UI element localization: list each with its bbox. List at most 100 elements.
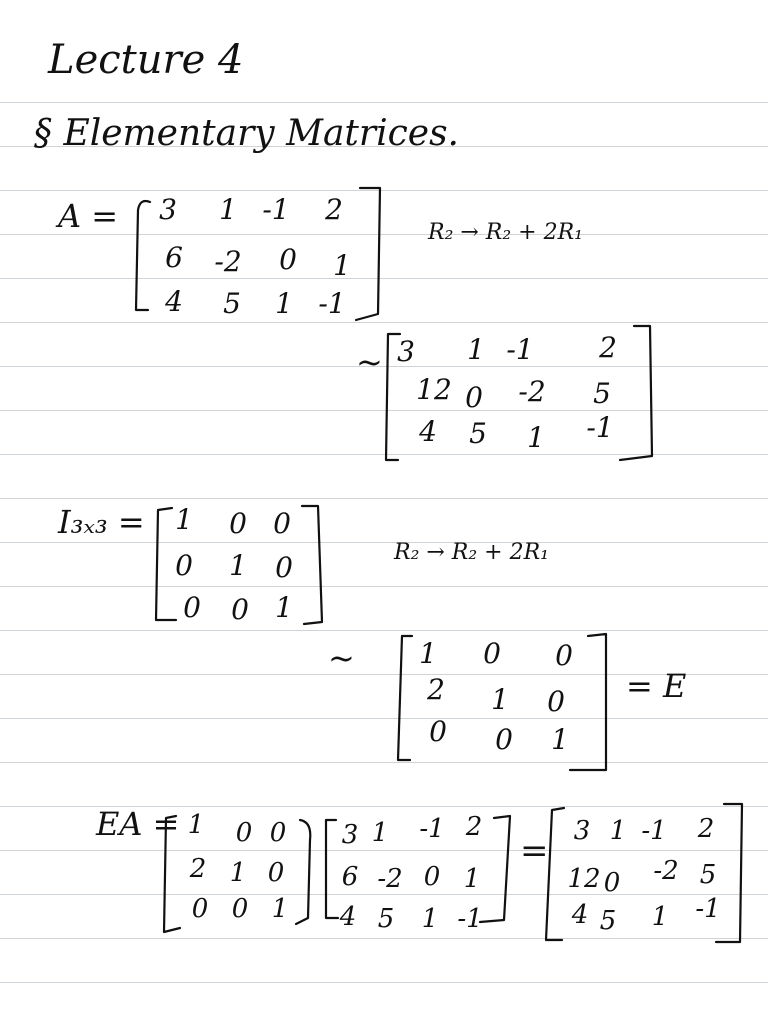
matrix-cell: 0 — [495, 723, 513, 756]
matrix-cell: 0 — [275, 551, 293, 584]
matrix-cell: 1 — [333, 249, 351, 282]
matrix-cell: 1 — [527, 421, 545, 454]
matrix-cell: 6 — [341, 862, 359, 892]
matrix-cell: 12 — [416, 373, 452, 406]
matrix-cell: 0 — [279, 243, 297, 276]
matrix-cell: 0 — [231, 894, 249, 924]
matrix-cell: 3 — [397, 335, 415, 368]
matrix-cell: 12 — [567, 864, 601, 894]
matrix-cell: 3 — [341, 820, 359, 850]
matrix-cell: -1 — [586, 411, 614, 444]
matrix-cell: 1 — [175, 503, 193, 536]
matrix-cell: 2 — [427, 673, 445, 706]
matrix-cell: 0 — [191, 894, 209, 924]
ruled-line — [0, 894, 768, 895]
ruled-line — [0, 586, 768, 587]
matrix-cell: 3 — [573, 816, 591, 846]
matrix-cell: -2 — [377, 864, 403, 894]
matrix-cell: 0 — [229, 507, 247, 540]
ruled-line — [0, 850, 768, 851]
lecture-title: Lecture 4 — [48, 37, 244, 83]
matrix-cell: 3 — [159, 193, 177, 226]
ruled-line — [0, 630, 768, 631]
ruled-line — [0, 762, 768, 763]
identity-label: I₃ₓ₃ = — [58, 503, 145, 541]
matrix-cell: -2 — [518, 375, 546, 408]
matrix-cell: 0 — [547, 685, 565, 718]
matrix-cell: 5 — [599, 906, 617, 936]
equivalence-symbol-1: ~ — [356, 343, 383, 381]
matrix-cell: 0 — [267, 858, 285, 888]
matrix-cell: 1 — [187, 810, 205, 840]
matrix-cell: 4 — [339, 902, 357, 932]
matrix-a-label: A = — [58, 197, 119, 235]
matrix-cell: 2 — [465, 812, 483, 842]
ruled-line — [0, 102, 768, 103]
matrix-cell: 1 — [609, 816, 627, 846]
matrix-cell: 1 — [463, 864, 481, 894]
matrix-cell: 0 — [555, 639, 573, 672]
matrix-cell: 0 — [423, 862, 441, 892]
matrix-cell: 4 — [571, 900, 589, 930]
matrix-cell: 5 — [223, 287, 241, 320]
matrix-cell: 2 — [599, 331, 617, 364]
matrix-cell: 6 — [165, 241, 183, 274]
matrix-cell: 5 — [469, 417, 487, 450]
matrix-cell: -2 — [653, 856, 679, 886]
ruled-line — [0, 278, 768, 279]
matrix-cell: 1 — [651, 902, 669, 932]
matrix-cell: -1 — [318, 287, 346, 320]
matrix-cell: 4 — [419, 415, 437, 448]
equals-e-label: = E — [626, 667, 687, 705]
matrix-cell: 1 — [229, 549, 247, 582]
matrix-cell: 0 — [465, 381, 483, 414]
ruled-line — [0, 234, 768, 235]
ruled-line — [0, 938, 768, 939]
matrix-cell: 0 — [231, 593, 249, 626]
matrix-cell: 1 — [467, 333, 485, 366]
matrix-cell: 5 — [377, 904, 395, 934]
product-equals-sign: = — [520, 831, 549, 871]
ruled-line — [0, 982, 768, 983]
ruled-line — [0, 498, 768, 499]
row-operation-1: R₂ → R₂ + 2R₁ — [428, 220, 583, 245]
ruled-line — [0, 366, 768, 367]
ruled-line — [0, 718, 768, 719]
matrix-cell: 1 — [219, 193, 237, 226]
matrix-cell: 5 — [593, 377, 611, 410]
matrix-cell: -1 — [262, 193, 290, 226]
matrix-cell: 1 — [275, 591, 293, 624]
section-heading: § Elementary Matrices. — [34, 113, 459, 154]
matrix-cell: 0 — [235, 818, 253, 848]
ruled-line — [0, 806, 768, 807]
ruled-line — [0, 146, 768, 147]
matrix-cell: 1 — [275, 287, 293, 320]
matrix-cell: 0 — [175, 549, 193, 582]
row-operation-2: R₂ → R₂ + 2R₁ — [394, 540, 549, 565]
ruled-line — [0, 410, 768, 411]
matrix-cell: 5 — [699, 860, 717, 890]
matrix-cell: -2 — [214, 245, 242, 278]
matrix-cell: 1 — [421, 904, 439, 934]
matrix-cell: 0 — [183, 591, 201, 624]
ruled-line — [0, 674, 768, 675]
ruled-line — [0, 542, 768, 543]
matrix-cell: -1 — [641, 816, 667, 846]
matrix-cell: 0 — [483, 637, 501, 670]
matrix-cell: 2 — [697, 814, 715, 844]
matrix-cell: -1 — [457, 904, 483, 934]
